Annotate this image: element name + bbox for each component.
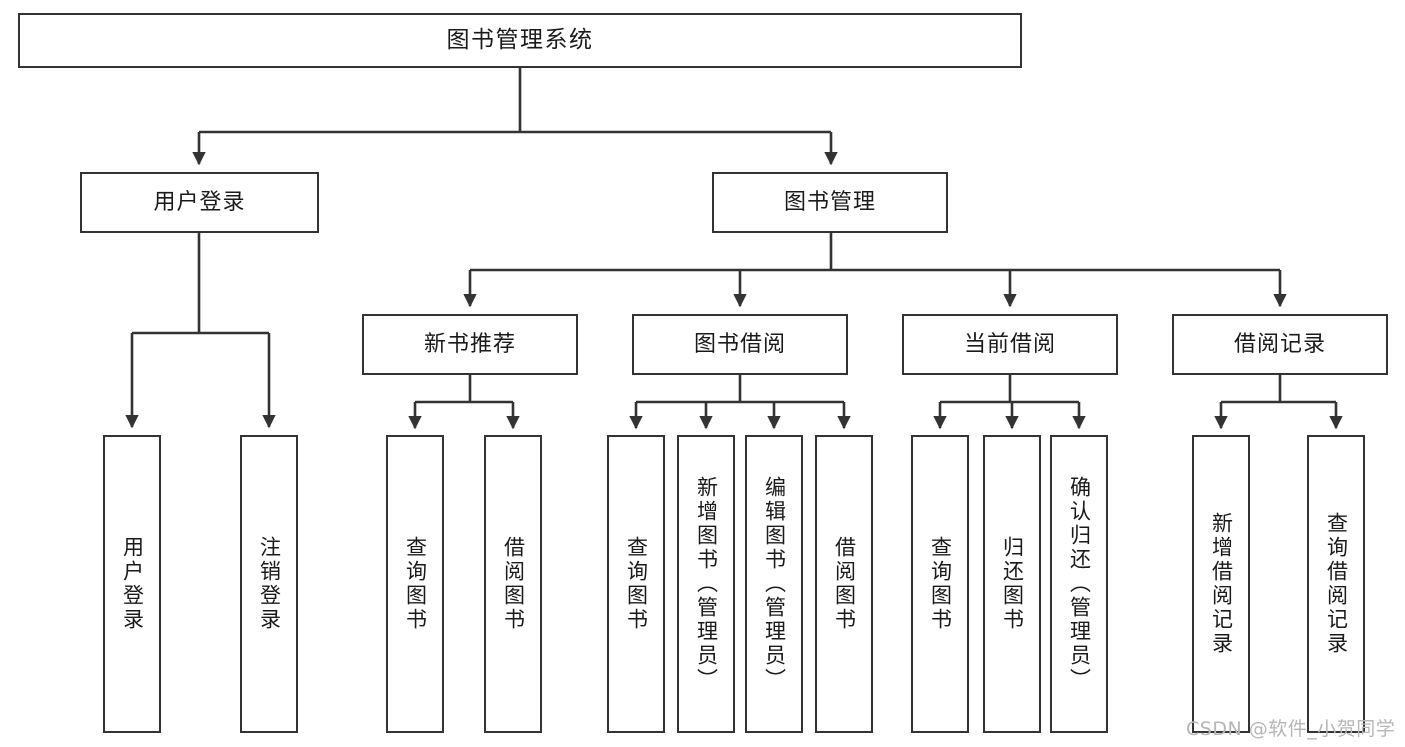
node-book-borrowing[interactable]: 图书借阅 [632,314,848,375]
node-label: 用户登录 [120,536,145,632]
node-root-book-management-system[interactable]: 图书管理系统 [18,13,1022,68]
node-label: 编辑图书（管理员） [762,476,787,692]
node-borrow-records[interactable]: 借阅记录 [1172,314,1388,375]
node-label: 新增图书（管理员） [694,476,719,692]
leaf-confirm-return-admin[interactable]: 确认归还（管理员） [1050,435,1108,733]
leaf-query-books-borrow[interactable]: 查询图书 [607,435,665,733]
node-label: 用户登录 [153,189,246,215]
leaf-user-login[interactable]: 用户登录 [103,435,161,733]
node-label: 借阅图书 [832,536,857,632]
leaf-edit-book-admin[interactable]: 编辑图书（管理员） [745,435,803,733]
node-label: 确认归还（管理员） [1067,476,1092,692]
leaf-add-book-admin[interactable]: 新增图书（管理员） [677,435,735,733]
node-label: 当前借阅 [963,331,1056,357]
leaf-borrow-books[interactable]: 借阅图书 [815,435,873,733]
leaf-return-books[interactable]: 归还图书 [983,435,1041,733]
csdn-watermark: CSDN @软件_小贺同学 [1186,718,1396,740]
node-user-login[interactable]: 用户登录 [80,172,319,233]
node-new-book-recommendation[interactable]: 新书推荐 [362,314,578,375]
node-label: 图书借阅 [693,331,786,357]
node-current-borrowing[interactable]: 当前借阅 [902,314,1118,375]
leaf-add-borrow-record[interactable]: 新增借阅记录 [1192,435,1250,733]
node-label: 新增借阅记录 [1209,512,1234,656]
node-label: 查询图书 [403,536,428,632]
node-label: 新书推荐 [423,331,516,357]
leaf-borrow-books-new[interactable]: 借阅图书 [484,435,542,733]
leaf-user-logout[interactable]: 注销登录 [240,435,298,733]
node-label: 归还图书 [1000,536,1025,632]
leaf-query-books-new[interactable]: 查询图书 [386,435,444,733]
node-book-management[interactable]: 图书管理 [712,172,948,233]
node-label: 查询借阅记录 [1324,512,1349,656]
node-label: 图书管理系统 [446,26,594,53]
node-label: 借阅图书 [501,536,526,632]
node-label: 查询图书 [624,536,649,632]
node-label: 图书管理 [783,189,876,215]
node-label: 注销登录 [257,536,282,632]
node-label: 借阅记录 [1233,331,1326,357]
node-label: 查询图书 [928,536,953,632]
leaf-query-books-current[interactable]: 查询图书 [911,435,969,733]
leaf-query-borrow-record[interactable]: 查询借阅记录 [1307,435,1365,733]
